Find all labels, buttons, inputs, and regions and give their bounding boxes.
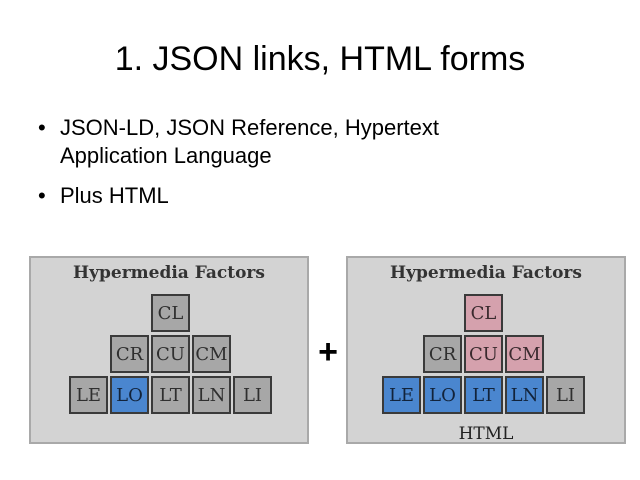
slide-title: 1. JSON links, HTML forms: [114, 40, 526, 78]
factor-cell-lo: LO: [423, 376, 462, 414]
hypermedia-factors-panel-left: Hypermedia Factors CL CR CU CM LE LO LT …: [29, 256, 309, 444]
bullet-text: Plus HTML: [60, 183, 169, 208]
bullet-text-line1: JSON-LD, JSON Reference, Hypertext: [60, 115, 440, 140]
panel-title: Hypermedia Factors: [73, 263, 265, 283]
bullet-list: JSON-LD, JSON Reference, Hypertext Appli…: [38, 114, 598, 222]
plus-operator: +: [318, 333, 338, 371]
factor-cell-cu: CU: [464, 335, 503, 373]
panel-title: Hypermedia Factors: [390, 263, 582, 283]
factor-cell-cm: CM: [192, 335, 231, 373]
bullet-text-line2: Application Language: [60, 143, 272, 168]
bullet-item: JSON-LD, JSON Reference, Hypertext Appli…: [38, 114, 598, 170]
factor-cell-le: LE: [69, 376, 108, 414]
factor-cell-cr: CR: [423, 335, 462, 373]
factor-cell-lt: LT: [151, 376, 190, 414]
factor-cell-cl: CL: [151, 294, 190, 332]
factor-cell-cl: CL: [464, 294, 503, 332]
bullet-item: Plus HTML: [38, 182, 598, 210]
factor-cell-cr: CR: [110, 335, 149, 373]
factor-cell-ln: LN: [192, 376, 231, 414]
hypermedia-factors-panel-right: Hypermedia Factors CL CR CU CM LE LO LT …: [346, 256, 626, 444]
factor-cell-cm: CM: [505, 335, 544, 373]
panel-caption: HTML: [458, 424, 514, 444]
factor-cell-li: LI: [546, 376, 585, 414]
factor-cell-le: LE: [382, 376, 421, 414]
factor-cell-cu: CU: [151, 335, 190, 373]
factor-cell-li: LI: [233, 376, 272, 414]
factor-cell-lo: LO: [110, 376, 149, 414]
factor-cell-ln: LN: [505, 376, 544, 414]
factor-cell-lt: LT: [464, 376, 503, 414]
